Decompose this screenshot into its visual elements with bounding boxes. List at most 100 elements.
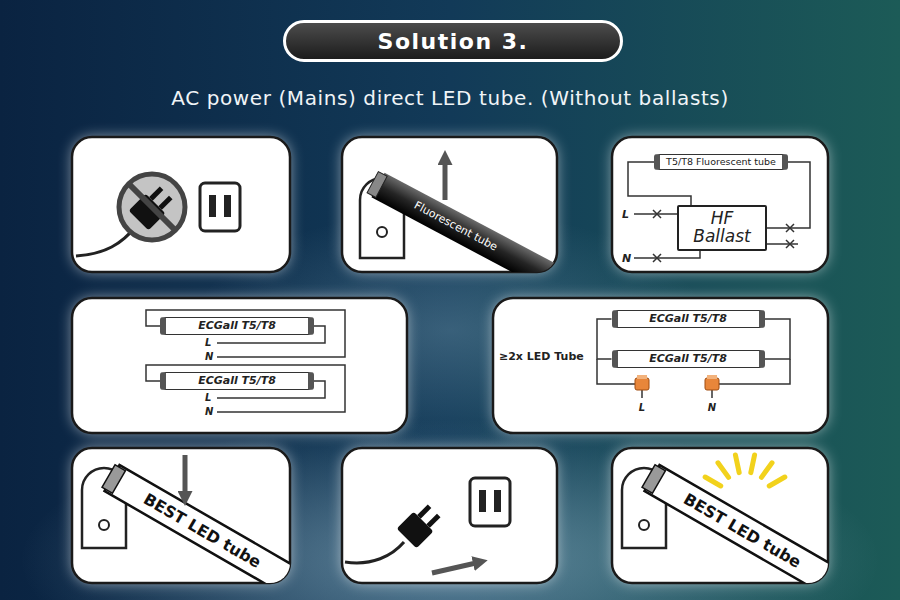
insert-arrow	[183, 455, 188, 494]
plug-in-icon	[479, 490, 486, 512]
plug-in-icon	[494, 490, 501, 512]
ballast-label: HF Ballast	[693, 210, 750, 246]
background	[20, 420, 880, 600]
light-rays	[761, 463, 772, 478]
light-rays	[769, 477, 785, 486]
unplug-icon	[76, 174, 240, 256]
panel-frame	[493, 298, 828, 433]
panel-glow	[72, 137, 828, 583]
terminal-label: N	[622, 252, 631, 265]
ballast-box: HF Ballast	[677, 205, 767, 251]
wago-connector	[705, 378, 719, 390]
led-tube	[101, 463, 290, 583]
terminal-label: L	[639, 402, 645, 414]
panel-frame	[72, 137, 828, 583]
panel-glow	[493, 298, 828, 433]
panel-frame	[72, 137, 290, 272]
ballast-wiring	[634, 251, 700, 258]
light-rays	[735, 455, 739, 473]
unplug-icon	[149, 186, 163, 200]
tube-symbol: ECGall T5/T8	[612, 350, 765, 368]
plug-in-icon	[345, 478, 510, 573]
fluorescent-tube	[371, 173, 557, 272]
unplug-icon	[158, 196, 172, 210]
wire	[765, 319, 791, 359]
panel-glow	[72, 137, 290, 272]
panel-glow	[72, 448, 290, 583]
panel-glow	[342, 448, 557, 583]
unplug-icon	[129, 184, 175, 230]
plug-in-icon	[470, 478, 510, 526]
light-rays	[705, 477, 721, 486]
unplug-icon	[224, 195, 231, 217]
terminal-label: N	[205, 406, 213, 418]
mains-wiring	[146, 310, 345, 357]
tube-label: ECGall T5/T8	[649, 312, 727, 325]
unplug-icon	[129, 183, 176, 230]
fluorescent-tube	[366, 170, 557, 272]
tube-label: ECGall T5/T8	[198, 374, 276, 387]
plug-in-icon	[397, 512, 434, 549]
plug-in-icon	[397, 501, 444, 548]
fluorescent-tube	[367, 172, 387, 198]
plug-in-icon	[432, 563, 476, 573]
terminal-label: L	[205, 337, 211, 349]
ballast-wiring	[653, 210, 661, 218]
unplug-icon	[119, 174, 185, 240]
panel-frame	[612, 448, 828, 583]
panel-frame	[72, 448, 290, 583]
ballast-wiring	[786, 240, 794, 248]
ballast-wiring	[767, 243, 798, 245]
wago-connector	[707, 375, 717, 379]
panel-glow	[612, 137, 828, 272]
lamp-holder	[377, 227, 387, 237]
tube-label: T5/T8 Fluorescent tube	[666, 156, 776, 167]
step-panel: LNLNECGall T5/T8ECGall T5/T8	[72, 298, 407, 433]
tube-label: BEST LED tube	[140, 489, 264, 572]
panel-frame	[342, 448, 557, 583]
title-pill: Solution 3.	[283, 20, 623, 62]
panel-frame	[72, 298, 407, 433]
wago-connector	[635, 378, 649, 390]
tube-symbol: T5/T8 Fluorescent tube	[654, 154, 788, 170]
led-tube	[102, 465, 125, 494]
plug-in-icon	[426, 514, 440, 528]
tube-label: ECGall T5/T8	[649, 352, 727, 365]
wago-connector	[637, 375, 647, 379]
led-tube	[645, 465, 829, 583]
light-rays	[751, 455, 755, 473]
light-rays	[705, 455, 785, 486]
unplug-icon	[200, 183, 240, 231]
led-tube	[641, 463, 828, 583]
panel-glow	[72, 298, 407, 433]
terminal-label: ≥2x LED Tube	[499, 350, 584, 363]
fluorescent-tube	[366, 170, 557, 272]
step-panel: BEST LED tube	[612, 448, 828, 583]
wire	[597, 319, 612, 359]
title: Solution 3.	[378, 29, 529, 54]
step-panel: LNT5/T8 Fluorescent tubeHF Ballast	[612, 137, 828, 272]
tube-label: ECGall T5/T8	[198, 319, 276, 332]
terminal-label: N	[708, 402, 716, 414]
parallel-wiring	[711, 390, 713, 398]
tube-symbol: ECGall T5/T8	[160, 372, 314, 390]
tube-label: Fluorescent tube	[412, 199, 500, 254]
ballast-wiring	[653, 254, 661, 262]
ballast-wiring	[634, 210, 798, 262]
led-tube	[105, 465, 291, 583]
subtitle: AC power (Mains) direct LED tube. (Witho…	[0, 86, 900, 110]
wago-connector	[635, 375, 719, 390]
plug-in-icon	[417, 504, 431, 518]
plug-in-icon	[345, 542, 404, 563]
tube-symbol: ECGall T5/T8	[160, 317, 314, 335]
mains-wiring	[146, 365, 345, 412]
tube-label: BEST LED tube	[680, 489, 804, 572]
step-panel: Fluorescent tube	[342, 137, 557, 272]
light-rays	[718, 463, 729, 478]
led-tube	[101, 463, 290, 583]
wire	[767, 162, 810, 228]
panel-glow	[612, 448, 828, 583]
terminal-label: L	[205, 392, 211, 404]
mains-wiring	[146, 310, 345, 412]
tube-symbol: ECGall T5/T8	[612, 310, 765, 328]
